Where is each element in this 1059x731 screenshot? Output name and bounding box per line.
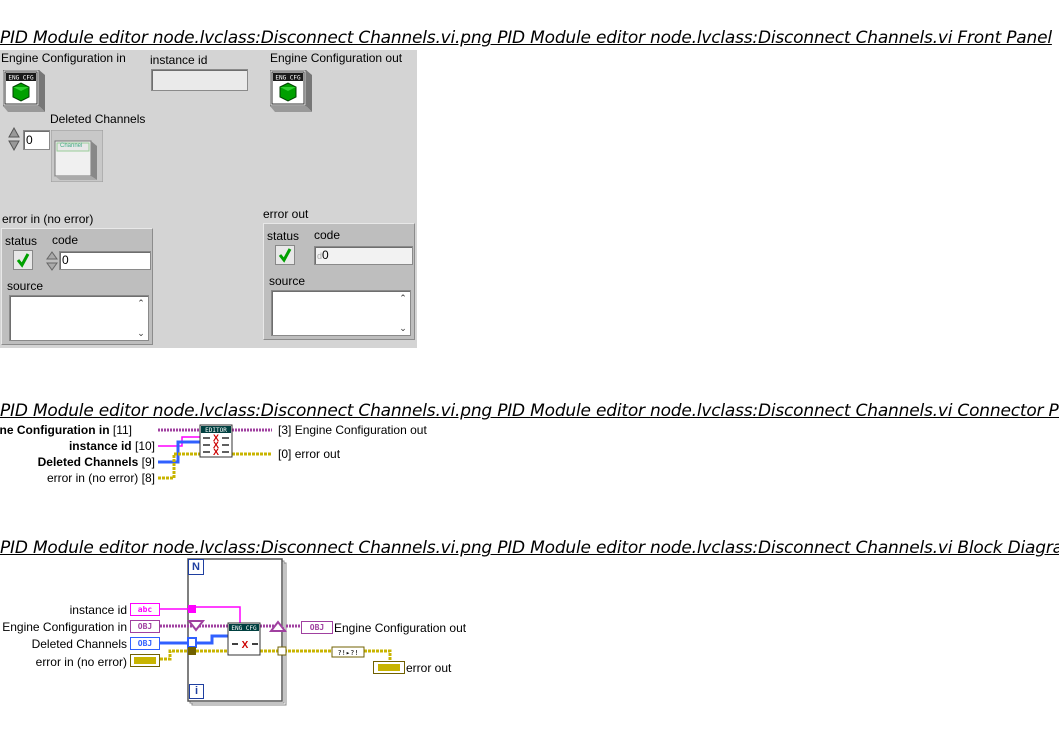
bd-engine-config-in-terminal[interactable]: OBJ xyxy=(130,620,160,633)
eng-cfg-icon-text: ENG CFG xyxy=(8,75,34,82)
instance-id-label: instance id xyxy=(150,53,208,67)
scroll-up-icon[interactable]: ⌃ xyxy=(399,293,407,303)
deleted-channels-array-element[interactable]: Channel xyxy=(50,129,104,183)
bd-engine-config-out-label: Engine Configuration out xyxy=(334,621,467,635)
connector-wires: EDITOR X X X xyxy=(158,424,272,480)
block-diagram-wires: ENG CFG X ?!▸?! xyxy=(160,558,392,706)
array-index-stepper[interactable] xyxy=(8,126,20,152)
cp-output-engine-config: [3] Engine Configuration out xyxy=(278,423,427,437)
svg-text:?!▸?!: ?!▸?! xyxy=(337,649,358,657)
cp-output-error-out: [0] error out xyxy=(278,447,341,461)
error-in-code-stepper[interactable] xyxy=(46,251,58,271)
bd-deleted-channels-terminal[interactable]: OBJ xyxy=(130,637,160,650)
error-out-code-field: d0 xyxy=(314,246,413,265)
error-cluster-icon xyxy=(378,664,400,671)
connector-pane: EDITOR X X X Engine Configuration in [11… xyxy=(0,423,460,488)
error-in-source-field[interactable]: ⌃ ⌄ xyxy=(9,295,149,341)
bd-error-out-label: error out xyxy=(406,661,452,675)
cp-input-instance-id: instance id [10] xyxy=(68,439,155,453)
bd-instance-id-label: instance id xyxy=(69,603,127,617)
scroll-down-icon[interactable]: ⌄ xyxy=(137,328,145,338)
error-out-code-label: code xyxy=(314,228,341,242)
front-panel: Engine Configuration in ENG CFG instance… xyxy=(0,50,417,348)
error-cluster-icon xyxy=(134,657,156,664)
cp-input-deleted-channels: Deleted Channels [9] xyxy=(37,455,155,469)
editor-icon-text: EDITOR xyxy=(205,427,227,434)
block-diagram-heading: PID Module editor node.lvclass:Disconnec… xyxy=(0,538,1059,558)
deleted-channels-label: Deleted Channels xyxy=(50,112,146,126)
block-diagram: ENG CFG X ?!▸?! N i instance id abc Engi… xyxy=(0,558,480,708)
svg-text:X: X xyxy=(213,447,219,457)
cp-input-engine-config: Engine Configuration in [11] xyxy=(0,423,132,437)
bd-error-in-terminal[interactable] xyxy=(130,654,160,667)
engine-config-out-label: Engine Configuration out xyxy=(270,51,403,65)
svg-text:X: X xyxy=(213,440,219,450)
error-in-source-label: source xyxy=(7,279,44,293)
error-out-source-field: ⌃ ⌄ xyxy=(271,290,411,336)
error-out-source-label: source xyxy=(269,274,306,288)
array-index-field[interactable]: 0 xyxy=(23,130,50,150)
loop-count-terminal[interactable]: N xyxy=(188,559,204,575)
error-in-code-label: code xyxy=(52,233,79,247)
channel-text: Channel xyxy=(60,143,83,149)
checkmark-icon xyxy=(16,253,30,268)
bd-instance-id-terminal[interactable]: abc xyxy=(130,603,160,616)
loop-iteration-terminal[interactable]: i xyxy=(189,684,204,699)
error-in-status-checkbox[interactable] xyxy=(13,250,33,270)
bd-error-out-terminal[interactable] xyxy=(373,661,405,674)
error-in-cluster: status code 0 source ⌃ ⌄ xyxy=(1,228,153,345)
eng-cfg-icon-text: ENG CFG xyxy=(275,75,301,82)
error-out-status-indicator xyxy=(275,245,295,265)
engine-config-in-control[interactable]: ENG CFG xyxy=(2,69,47,114)
svg-text:X: X xyxy=(242,640,249,651)
bd-engine-config-out-terminal[interactable]: OBJ xyxy=(301,621,333,634)
code-radix-prefix: d xyxy=(317,251,323,261)
scroll-down-icon[interactable]: ⌄ xyxy=(399,323,407,333)
bd-error-in-label: error in (no error) xyxy=(35,655,127,669)
error-in-label: error in (no error) xyxy=(2,212,94,226)
error-out-code-value: 0 xyxy=(322,248,329,262)
front-panel-heading: PID Module editor node.lvclass:Disconnec… xyxy=(0,28,1052,48)
error-out-cluster: status code d0 source ⌃ ⌄ xyxy=(263,223,415,340)
error-in-status-label: status xyxy=(5,234,38,248)
scroll-up-icon[interactable]: ⌃ xyxy=(137,298,145,308)
engine-config-in-label: Engine Configuration in xyxy=(1,51,126,65)
error-out-label: error out xyxy=(263,207,309,221)
svg-text:X: X xyxy=(213,433,219,443)
checkmark-icon xyxy=(278,248,292,263)
bd-deleted-channels-label: Deleted Channels xyxy=(31,637,127,651)
subvi-icon-text: ENG CFG xyxy=(231,625,257,632)
cp-input-error-in: error in (no error) [8] xyxy=(46,471,155,485)
connector-pane-heading: PID Module editor node.lvclass:Disconnec… xyxy=(0,401,1059,421)
instance-id-field[interactable] xyxy=(151,69,248,91)
bd-engine-config-in-label: Engine Configuration in xyxy=(2,620,127,634)
error-out-status-label: status xyxy=(267,229,300,243)
engine-config-out-indicator: ENG CFG xyxy=(269,69,314,114)
error-in-code-field[interactable]: 0 xyxy=(59,251,151,270)
